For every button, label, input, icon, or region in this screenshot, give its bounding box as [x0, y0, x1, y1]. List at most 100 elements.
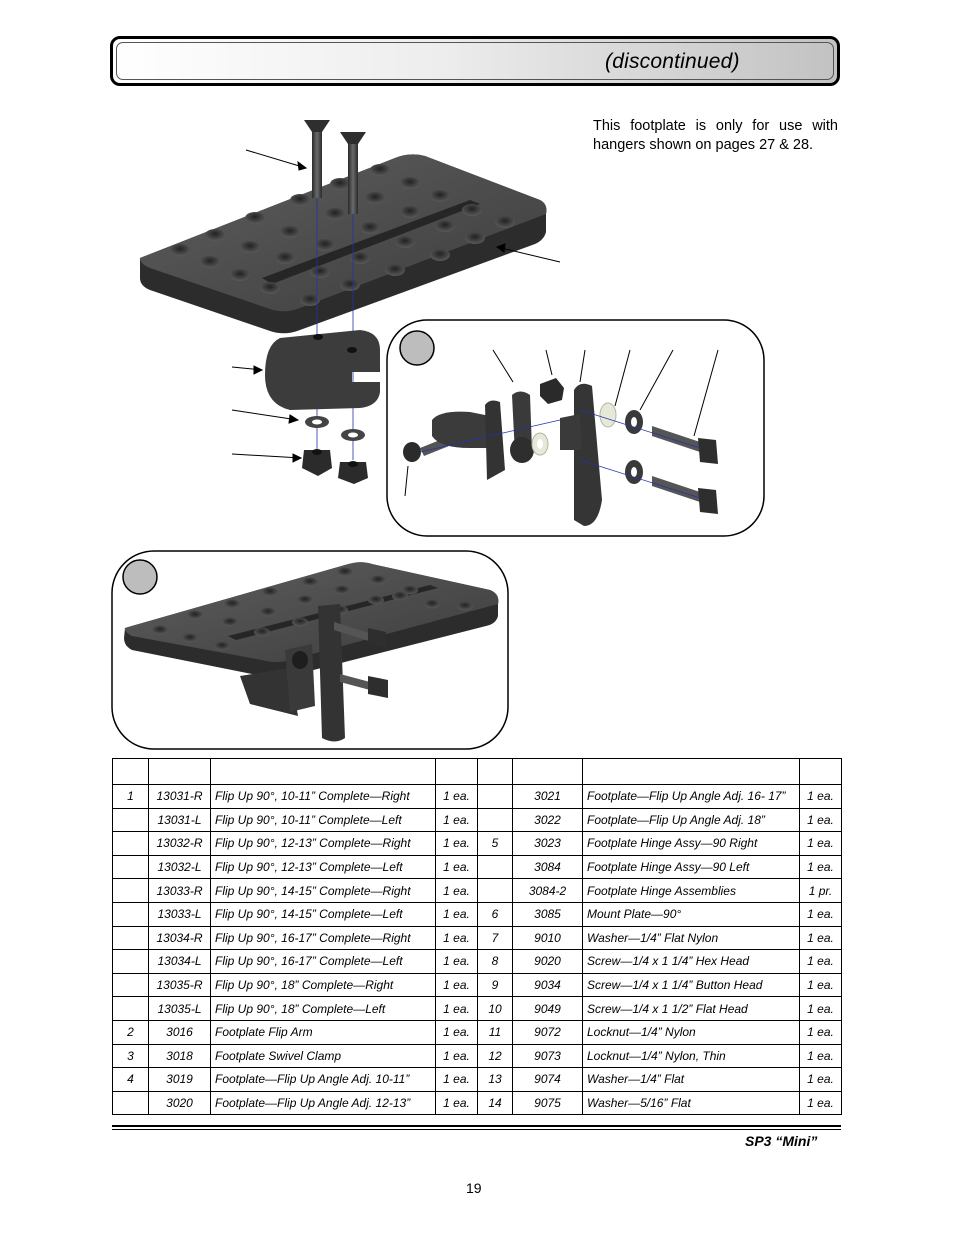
table-cell: Footplate Flip Arm — [210, 1019, 436, 1045]
table-cell: 7 — [477, 925, 513, 951]
swivel-clamp — [265, 330, 380, 410]
table-cell: 4 — [112, 1067, 149, 1092]
section-header-bar — [110, 36, 840, 86]
table-cell: Locknut—1/4” Nylon, Thin — [582, 1043, 800, 1069]
exploded-parts-diagram — [111, 120, 765, 750]
table-cell: 3016 — [148, 1019, 211, 1045]
table-cell: 9034 — [512, 972, 583, 998]
table-cell: Footplate Hinge Assy—90 Right — [582, 831, 800, 856]
table-cell: 9049 — [512, 996, 583, 1021]
table-cell: Footplate—Flip Up Angle Adj. 16- 17” — [582, 784, 800, 809]
footplate-slot — [262, 200, 480, 284]
table-cell: 1 ea. — [799, 996, 842, 1021]
table-cell: Flip Up 90°, 18” Complete—Left — [210, 996, 436, 1021]
table-cell — [477, 878, 513, 903]
table-cell: 13034-R — [148, 925, 211, 951]
table-cell: 13033-R — [148, 878, 211, 903]
table-cell — [477, 854, 513, 880]
table-cell: 2 — [112, 1019, 149, 1045]
table-cell: 3019 — [148, 1067, 211, 1092]
table-cell — [112, 949, 149, 974]
table-cell: 3023 — [512, 831, 583, 856]
table-cell: Footplate—Flip Up Angle Adj. 10-11” — [210, 1067, 436, 1092]
table-cell: 1 ea. — [799, 784, 842, 809]
table-cell: 1 ea. — [799, 1019, 842, 1045]
table-cell: 11 — [477, 1019, 513, 1045]
table-cell — [477, 784, 513, 809]
table-cell: 1 ea. — [435, 1043, 478, 1069]
table-cell — [112, 878, 149, 903]
detail-marker-circle — [399, 330, 435, 366]
table-cell: 1 ea. — [435, 949, 478, 974]
table-cell: Flip Up 90°, 16-17” Complete—Left — [210, 949, 436, 974]
table-cell: 1 ea. — [435, 831, 478, 856]
table-cell: 1 ea. — [435, 878, 478, 903]
section-title: (discontinued) — [605, 50, 740, 73]
table-cell: 9072 — [512, 1019, 583, 1045]
footer-rule-thin — [112, 1129, 841, 1130]
table-cell — [112, 1090, 149, 1116]
table-cell: Washer—1/4” Flat — [582, 1067, 800, 1092]
column-header — [582, 758, 800, 785]
table-cell: 13031-L — [148, 807, 211, 833]
callout-leader-lines — [231, 149, 561, 463]
table-cell — [112, 972, 149, 998]
table-cell: 1 ea. — [799, 831, 842, 856]
table-cell: 1 ea. — [435, 784, 478, 809]
table-cell: Flip Up 90°, 12-13” Complete—Left — [210, 854, 436, 880]
table-cell: 6 — [477, 901, 513, 927]
table-cell: 1 ea. — [799, 949, 842, 974]
table-cell: Screw—1/4 x 1 1/2” Flat Head — [582, 996, 800, 1021]
table-cell: 13032-L — [148, 854, 211, 880]
table-cell: 1 ea. — [435, 1067, 478, 1092]
table-cell: Footplate—Flip Up Angle Adj. 18” — [582, 807, 800, 833]
table-cell: 9010 — [512, 925, 583, 951]
column-header — [512, 758, 583, 785]
footer-rule-thick — [112, 1125, 841, 1127]
table-cell: Footplate Hinge Assemblies — [582, 878, 800, 903]
table-cell: 9075 — [512, 1090, 583, 1116]
table-cell: 3084 — [512, 854, 583, 880]
column-header — [148, 758, 211, 785]
table-cell: 1 ea. — [799, 1043, 842, 1069]
table-cell: Flip Up 90°, 10-11” Complete—Right — [210, 784, 436, 809]
table-cell: 13 — [477, 1067, 513, 1092]
table-cell: 1 pr. — [799, 878, 842, 903]
table-cell: Flip Up 90°, 12-13” Complete—Right — [210, 831, 436, 856]
footplate — [140, 154, 547, 334]
table-cell: Footplate Swivel Clamp — [210, 1043, 436, 1069]
table-cell — [112, 831, 149, 856]
table-cell: Footplate—Flip Up Angle Adj. 12-13” — [210, 1090, 436, 1116]
usage-note: This footplate is only for use with hang… — [593, 118, 838, 153]
table-cell: 13034-L — [148, 949, 211, 974]
table-cell: 3021 — [512, 784, 583, 809]
page-number: 19 — [466, 1180, 482, 1196]
assembled-marker-circle — [122, 559, 158, 595]
table-cell: 1 ea. — [435, 972, 478, 998]
washers-and-locknuts — [302, 416, 368, 484]
table-cell — [112, 901, 149, 927]
table-cell: Screw—1/4 x 1 1/4” Button Head — [582, 972, 800, 998]
table-cell: 1 ea. — [799, 1067, 842, 1092]
column-header — [435, 758, 478, 785]
flat-head-screw — [304, 120, 366, 214]
table-cell: 3018 — [148, 1043, 211, 1069]
table-cell: 13035-L — [148, 996, 211, 1021]
table-cell: 1 ea. — [435, 925, 478, 951]
table-cell: 14 — [477, 1090, 513, 1116]
footplate-holes — [170, 164, 515, 306]
table-cell — [112, 925, 149, 951]
table-cell: 1 ea. — [799, 1090, 842, 1116]
table-cell: 1 ea. — [435, 996, 478, 1021]
table-cell: 1 ea. — [435, 901, 478, 927]
table-cell: 1 — [112, 784, 149, 809]
column-header — [112, 758, 149, 785]
